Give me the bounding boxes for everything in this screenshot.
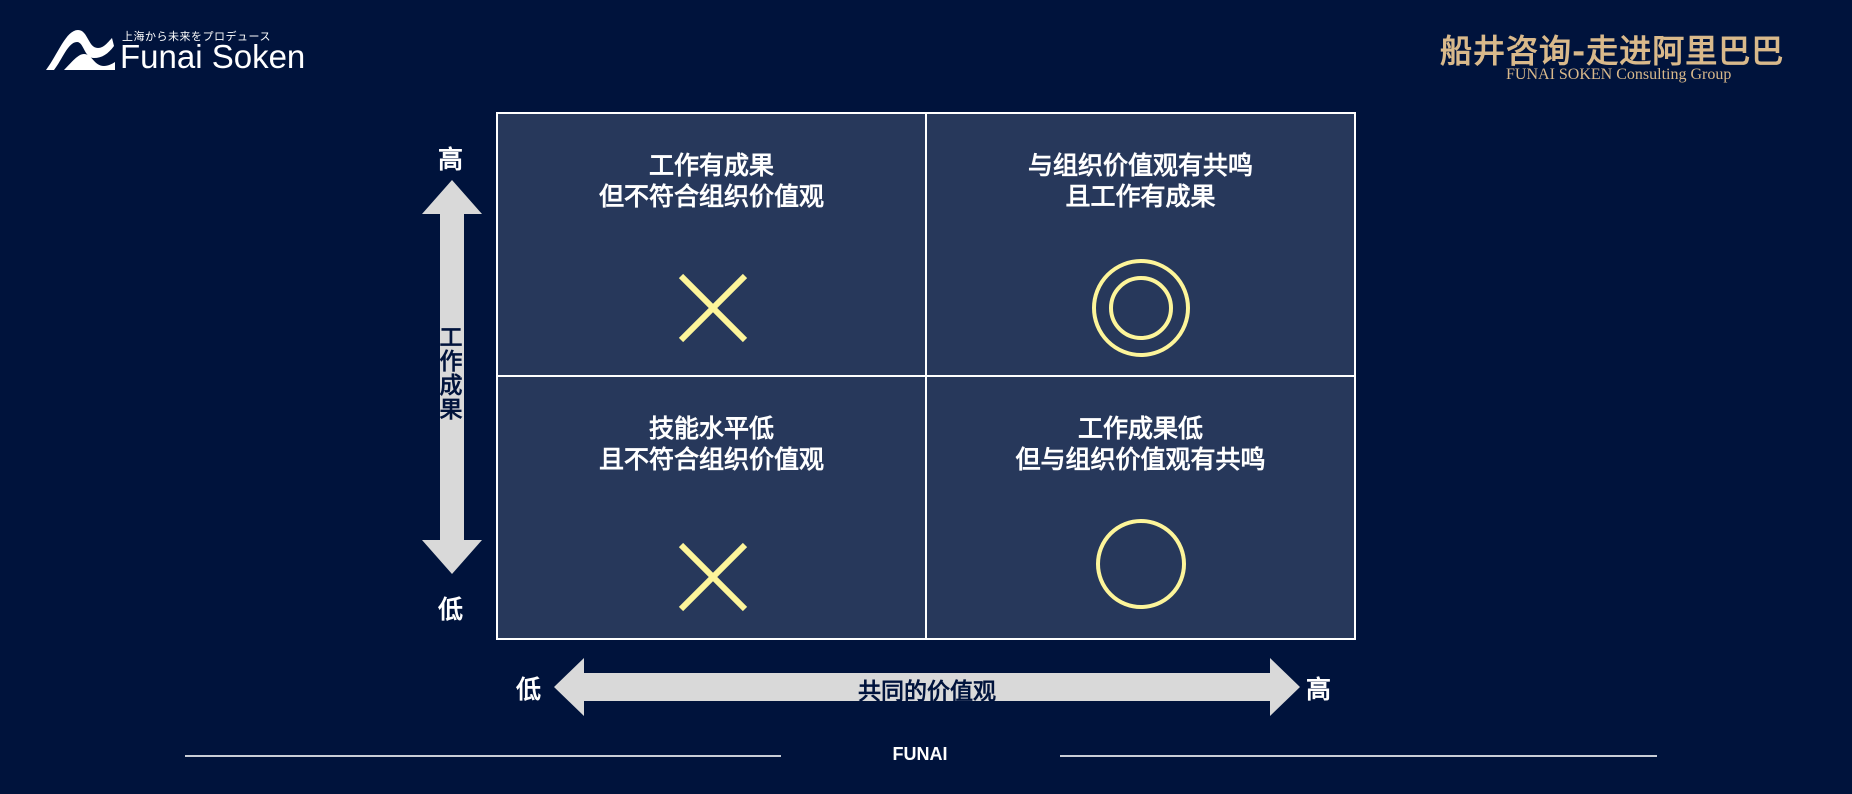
footer-divider-left (185, 755, 781, 757)
cross-icon (657, 256, 767, 366)
x-axis-low-label: 低 (516, 675, 542, 704)
x-axis-arrow (552, 656, 1302, 718)
brand-block: 船井咨询-走进阿里巴巴 FUNAI SOKEN Consulting Group (1440, 26, 1800, 96)
y-axis-low-label: 低 (438, 595, 464, 624)
x-axis-title: 共同的价值观 (858, 679, 996, 705)
quadrant-top-left: 工作有成果 但不符合组织价值观 (498, 114, 926, 376)
logo-tagline: 上海から未来をプロデュース (122, 30, 271, 43)
quadrant-label: 工作有成果 但不符合组织价值观 (498, 150, 925, 212)
quadrant-bottom-right: 工作成果低 但与组织价值观有共鸣 (926, 376, 1354, 638)
y-axis-title-char: 成 (439, 373, 463, 399)
quadrant-label-line: 与组织价值观有共鸣 (1027, 151, 1253, 180)
quadrant-label: 工作成果低 但与组织价值观有共鸣 (927, 413, 1354, 475)
circle-icon (1086, 509, 1196, 619)
y-axis-title-char: 工 (439, 325, 463, 351)
logo-name: Funai Soken (120, 38, 306, 75)
quadrant-label-line: 工作有成果 (648, 151, 774, 180)
quadrant-top-right: 与组织价值观有共鸣 且工作有成果 (926, 114, 1354, 376)
y-axis-arrow (420, 178, 484, 576)
footer-text: FUNAI (892, 744, 948, 764)
y-axis-title-char: 果 (439, 397, 463, 423)
quadrant-label-line: 且不符合组织价值观 (598, 445, 824, 474)
quadrant-label-line: 且工作有成果 (1065, 182, 1216, 211)
y-axis-high-label: 高 (438, 145, 464, 174)
quadrant-label-line: 工作成果低 (1077, 414, 1203, 443)
quadrant-matrix: 工作有成果 但不符合组织价值观 与组织价值观有共鸣 且工作有成果 技能水平低 且… (496, 112, 1356, 640)
funai-soken-logo: 上海から未来をプロデュース Funai Soken (44, 24, 324, 80)
y-axis-title-char: 作 (439, 349, 463, 375)
quadrant-label-line: 但不符合组织价值观 (598, 182, 824, 211)
cross-icon (657, 525, 767, 635)
quadrant-bottom-left: 技能水平低 且不符合组织价值观 (498, 376, 926, 638)
quadrant-label: 技能水平低 且不符合组织价值观 (498, 413, 925, 475)
quadrant-label-line: 技能水平低 (648, 414, 774, 443)
quadrant-label: 与组织价值观有共鸣 且工作有成果 (927, 150, 1354, 212)
wave-logo-icon (46, 30, 115, 70)
double-circle-icon (1086, 256, 1196, 366)
y-axis-title: 工 作 成 果 (436, 326, 466, 422)
quadrant-label-line: 但与组织价值观有共鸣 (1015, 445, 1266, 474)
x-axis-high-label: 高 (1306, 675, 1332, 704)
brand-title: 船井咨询-走进阿里巴巴 (1440, 32, 1785, 70)
footer-divider-right (1060, 755, 1657, 757)
brand-subtitle: FUNAI SOKEN Consulting Group (1506, 66, 1732, 83)
